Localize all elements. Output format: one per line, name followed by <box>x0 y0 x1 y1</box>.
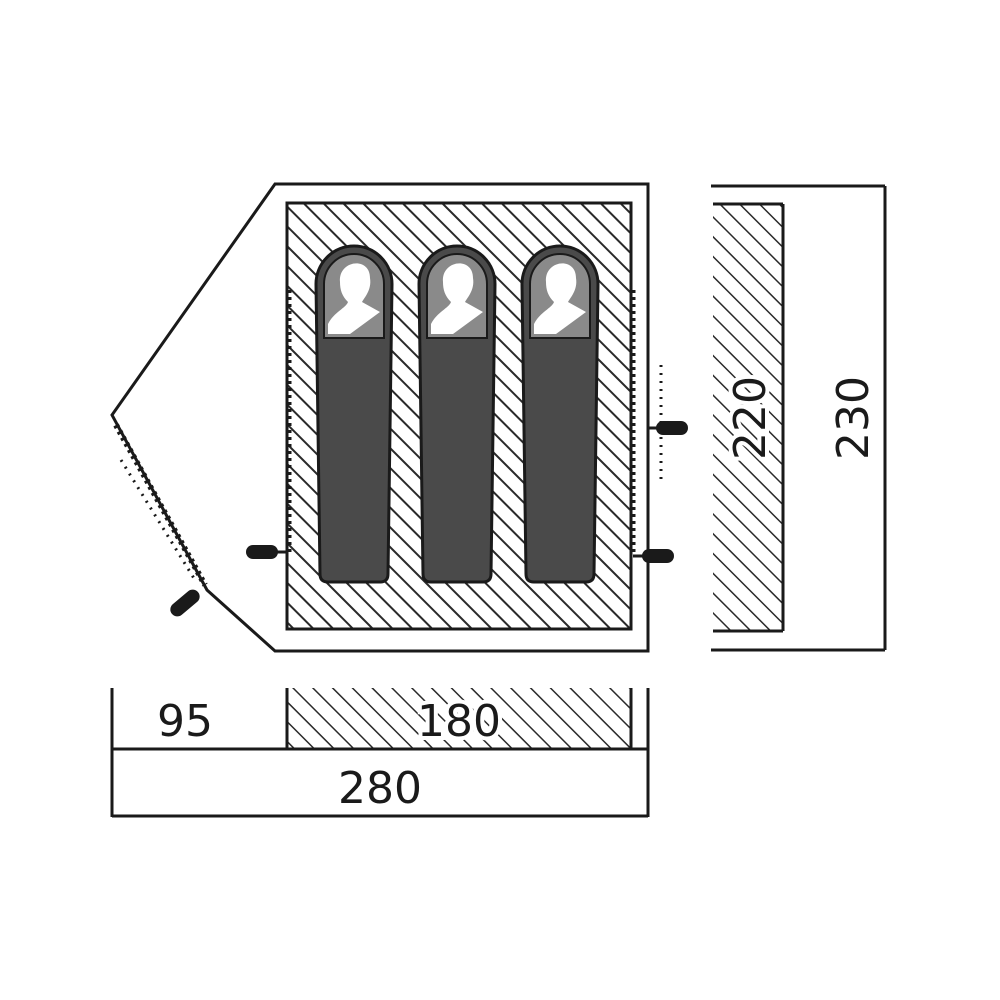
dim-total-width: 230 <box>828 376 879 460</box>
person-silhouette-icon <box>328 263 380 334</box>
dim-inner-width: 220 <box>725 376 776 460</box>
peg-icon <box>170 589 200 617</box>
vestibule-zip-2 <box>119 459 197 581</box>
peg-icon <box>642 549 674 563</box>
dim-total-length: 280 <box>338 763 422 814</box>
sleeping-bag <box>520 244 600 584</box>
dim-vestibule-depth: 95 <box>157 696 213 747</box>
tent-outer-outline <box>110 182 650 653</box>
dim-inner-length-bar <box>287 688 631 749</box>
peg-icons <box>170 421 688 617</box>
sleeping-bags <box>314 244 600 584</box>
dim-inner-length: 180 <box>417 696 501 747</box>
person-silhouette-icon <box>534 263 586 334</box>
sleeping-bag <box>314 244 394 584</box>
vestibule-zip-1 <box>113 423 208 587</box>
dim-inner-width-bar <box>713 204 783 631</box>
sleeping-bag <box>417 244 497 584</box>
peg-icon <box>656 421 688 435</box>
person-silhouette-icon <box>431 263 483 334</box>
